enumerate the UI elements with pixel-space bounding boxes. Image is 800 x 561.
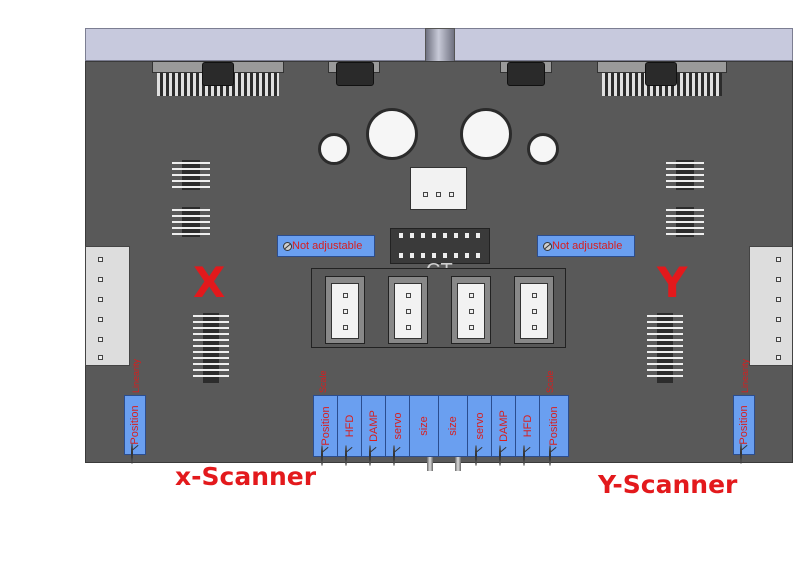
right-position-label: Position — [738, 405, 750, 445]
not-adjustable-pot-left[interactable]: Not adjustable — [277, 235, 375, 257]
ic-small-left-1-legs — [172, 162, 210, 188]
pot-servo-left[interactable]: servo — [385, 395, 410, 466]
socket-1 — [331, 283, 359, 339]
socket-2 — [394, 283, 422, 339]
pot-label: size — [418, 416, 430, 436]
right-position-pot[interactable]: Position — [733, 395, 755, 464]
screw-icon — [475, 445, 477, 466]
not-adjustable-pot-right[interactable]: Not adjustable — [537, 235, 635, 257]
pot-damp-left[interactable]: DAMP — [361, 395, 386, 466]
top-connector-2-latch — [336, 62, 374, 86]
side-connector-left — [85, 246, 130, 366]
pot-hfd-left[interactable]: HFD — [337, 395, 362, 466]
x-scanner-caption: x-Scanner — [175, 462, 317, 491]
pot-label: HFD — [521, 414, 534, 438]
pot-label: DAMP — [367, 410, 380, 442]
not-adjustable-right-label: Not adjustable — [552, 240, 623, 252]
socket-4 — [520, 283, 548, 339]
axis-x-letter: X — [193, 258, 226, 307]
scale-label-right: Scale — [545, 370, 555, 393]
pot-size-left[interactable]: size — [409, 395, 439, 457]
ic-small-right-1-legs — [666, 162, 704, 188]
not-adjustable-left-label: Not adjustable — [292, 240, 363, 252]
top-connector-4-latch — [645, 62, 677, 86]
screw-icon — [321, 445, 323, 466]
mount-hole-small-right — [527, 133, 559, 165]
screw-icon — [369, 445, 371, 466]
left-position-pot[interactable]: Position — [124, 395, 146, 464]
ct-pin-header — [390, 228, 490, 264]
side-connector-right — [749, 246, 793, 366]
screw-icon — [549, 445, 551, 466]
pot-label: Position — [319, 406, 332, 446]
pot-servo-right[interactable]: servo — [467, 395, 492, 466]
screw-icon — [345, 445, 347, 466]
center-pin — [425, 28, 455, 63]
mount-hole-small-left — [318, 133, 350, 165]
top-connector-3-latch — [507, 62, 545, 86]
bottom-tab-left — [427, 457, 433, 471]
screw-icon — [523, 445, 525, 466]
pot-label: size — [447, 416, 459, 436]
pot-label: DAMP — [497, 410, 510, 442]
left-position-label: Position — [129, 405, 141, 445]
screw-icon — [740, 443, 742, 464]
three-pin-header — [410, 167, 467, 210]
screw-icon — [131, 443, 133, 464]
pot-size-right[interactable]: size — [438, 395, 468, 457]
mount-hole-large-right — [460, 108, 512, 160]
right-linearity-label: Linearity — [740, 358, 750, 393]
pot-label: Position — [548, 406, 560, 446]
scale-label-left: Scale — [318, 370, 328, 393]
pot-position-left[interactable]: Position — [313, 395, 338, 466]
pot-label: servo — [391, 412, 404, 440]
center-pot-row: Position HFD DAMP servo size size servo … — [313, 395, 569, 466]
top-connector-1-latch — [202, 62, 234, 86]
pot-hfd-right[interactable]: HFD — [515, 395, 540, 466]
ic-long-left-legs — [193, 315, 229, 381]
bottom-tab-right — [455, 457, 461, 471]
ic-long-right-legs — [647, 315, 683, 381]
pot-label: HFD — [343, 414, 356, 438]
pot-damp-right[interactable]: DAMP — [491, 395, 516, 466]
y-scanner-caption: Y-Scanner — [598, 470, 738, 499]
pot-position-right[interactable]: Position — [539, 395, 569, 466]
screw-icon — [499, 445, 501, 466]
pot-label: servo — [473, 412, 486, 440]
ic-small-left-2-legs — [172, 209, 210, 235]
screw-icon — [543, 241, 552, 251]
mount-hole-large-left — [366, 108, 418, 160]
screw-icon — [393, 445, 395, 466]
left-linearity-label: Linearity — [131, 358, 141, 393]
axis-y-letter: Y — [657, 258, 688, 307]
socket-3 — [457, 283, 485, 339]
ic-small-right-2-legs — [666, 209, 704, 235]
screw-icon — [283, 241, 292, 251]
